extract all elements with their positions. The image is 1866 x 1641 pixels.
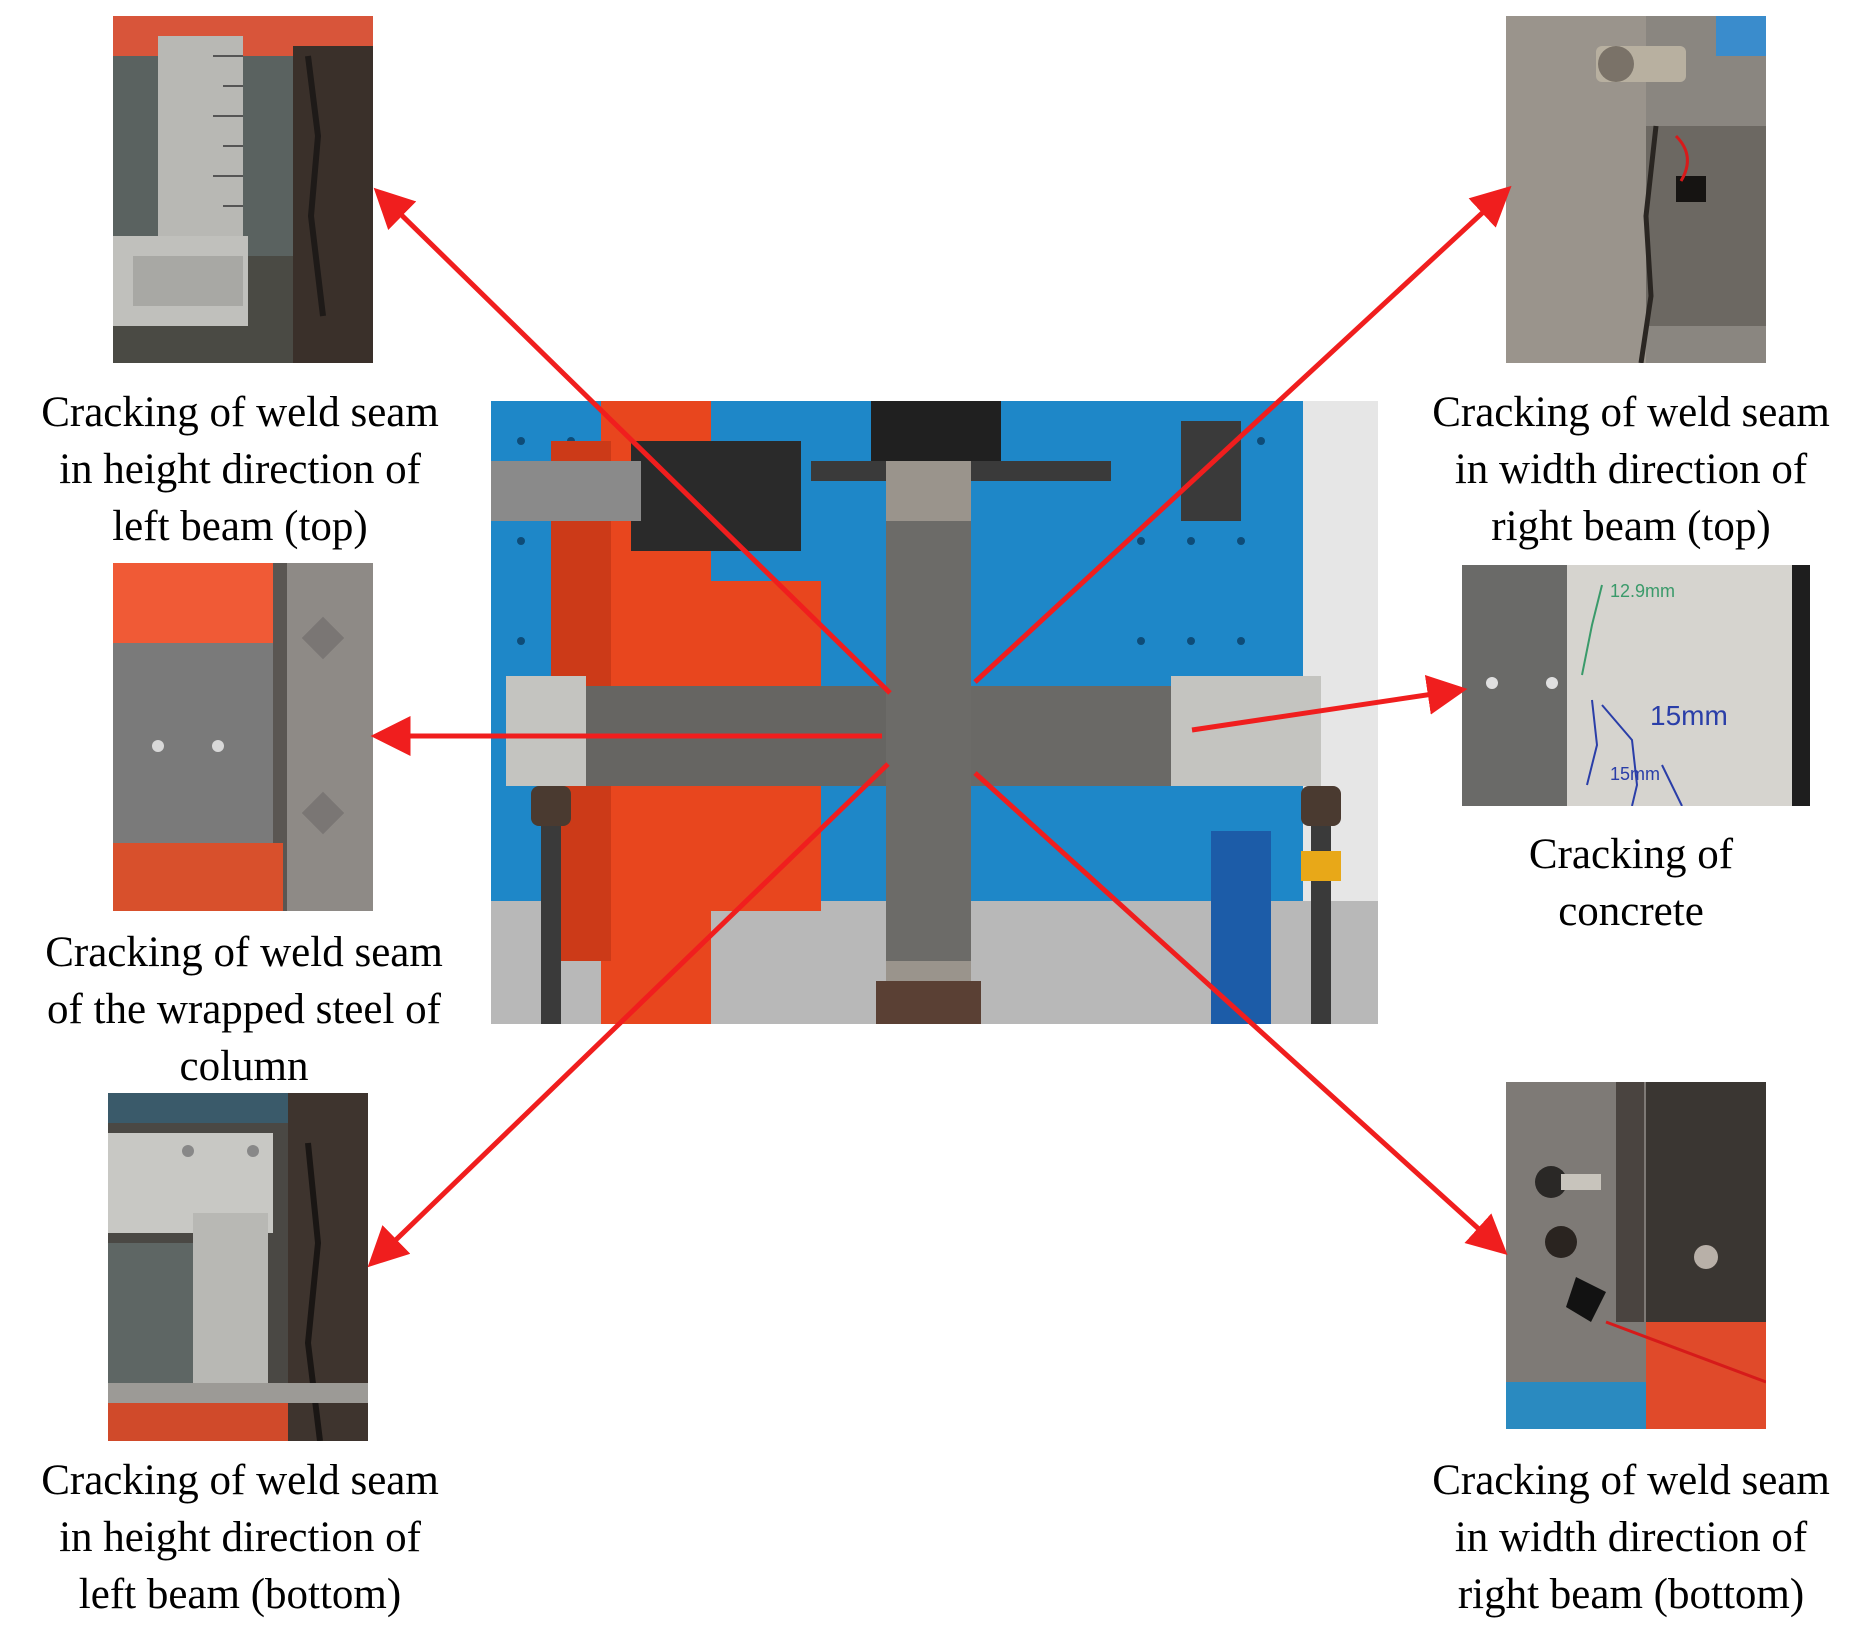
caption-left-beam-top: Cracking of weld seam in height directio… bbox=[41, 389, 439, 550]
caption-concrete: Cracking of concrete bbox=[1528, 831, 1734, 935]
crack-label-2: 15mm bbox=[1650, 700, 1728, 731]
photo-right-beam-top bbox=[1506, 16, 1766, 363]
photo-right-beam-bottom bbox=[1506, 1082, 1766, 1429]
crack-label-3: 15mm bbox=[1610, 764, 1660, 784]
caption-right-beam-bottom: Cracking of weld seam in width direction… bbox=[1432, 1457, 1830, 1618]
photo-concrete: 12.9mm 15mm 15mm bbox=[1462, 565, 1810, 806]
caption-column-wrapped-steel: Cracking of weld seam of the wrapped ste… bbox=[45, 929, 443, 1090]
photo-left-beam-bottom bbox=[108, 1093, 368, 1441]
photo-test-setup bbox=[491, 401, 1378, 1024]
photo-left-beam-top bbox=[113, 16, 373, 363]
photo-column-wrapped-steel bbox=[113, 563, 373, 911]
caption-right-beam-top: Cracking of weld seam in width direction… bbox=[1432, 389, 1830, 550]
caption-left-beam-bottom: Cracking of weld seam in height directio… bbox=[41, 1457, 439, 1618]
crack-label-1: 12.9mm bbox=[1610, 581, 1675, 601]
